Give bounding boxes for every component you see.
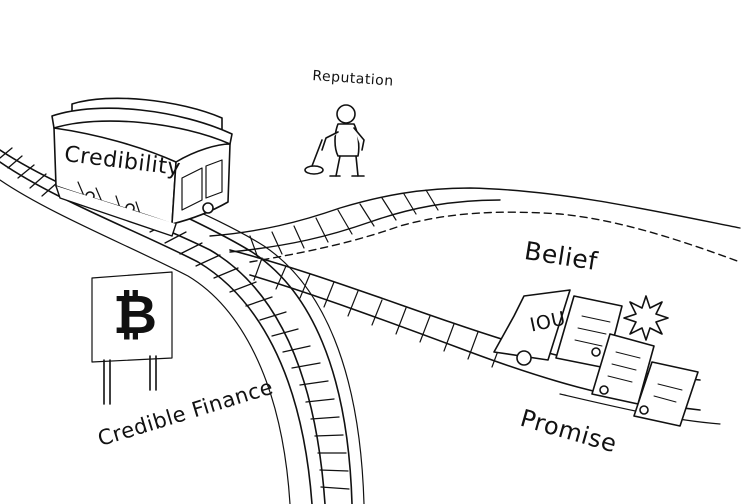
- certificates: [555, 295, 699, 427]
- tram-car: [51, 97, 233, 237]
- iou-note: [493, 289, 571, 366]
- bitcoin-icon: ₿: [113, 283, 158, 346]
- starburst-icon: [623, 295, 669, 341]
- bitcoin-sign: [91, 271, 173, 405]
- belief-track: [209, 187, 741, 263]
- person-with-metal-detector: [304, 104, 365, 177]
